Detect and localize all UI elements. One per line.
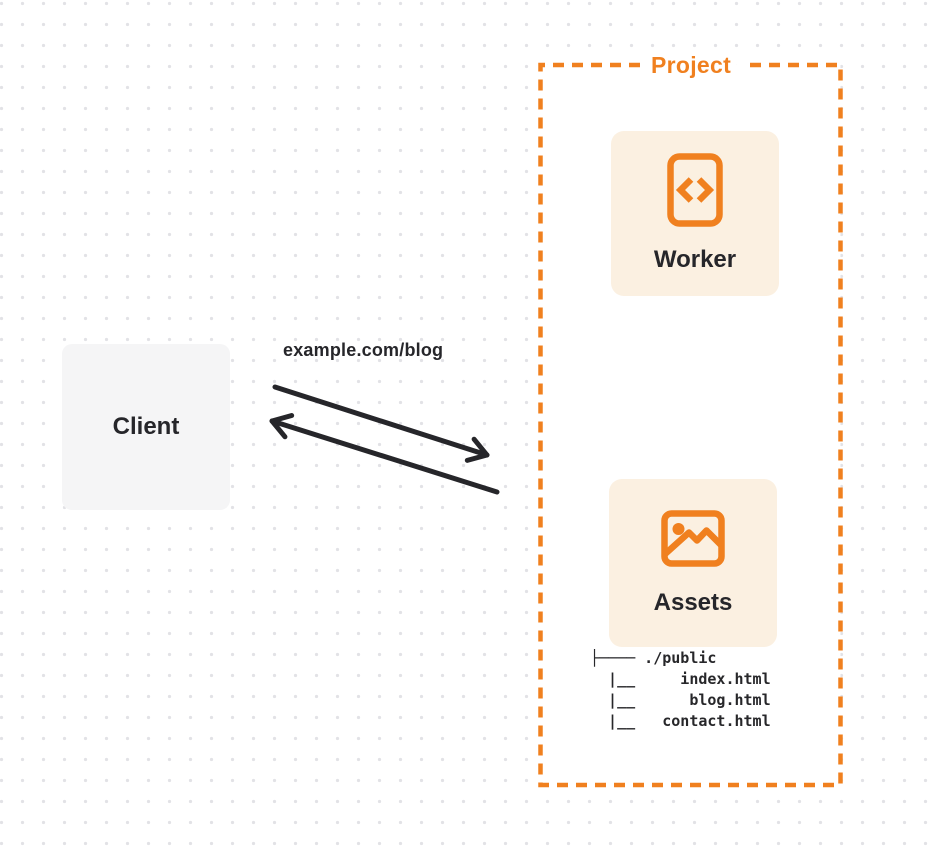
file-tree: ├──── ./public |__ index.html |__ blog.h… [590, 648, 771, 732]
assets-card: Assets [609, 479, 777, 647]
response-arrow [269, 413, 500, 495]
worker-label: Worker [653, 246, 737, 273]
project-group-label: Project [650, 52, 732, 78]
assets-label: Assets [653, 588, 733, 616]
client-label: Client [112, 413, 180, 440]
request-url-label: example.com/blog [283, 340, 444, 360]
code-file-icon [667, 153, 723, 227]
file-tree-root: ├──── ./public [590, 649, 717, 667]
file-tree-item: |__ contact.html [590, 712, 771, 730]
file-tree-item: |__ index.html [590, 670, 771, 688]
request-arrow [272, 384, 490, 463]
file-tree-item: |__ blog.html [590, 691, 771, 709]
client-box: Client [62, 344, 230, 510]
worker-card: Worker [611, 131, 779, 296]
image-icon [661, 509, 725, 567]
